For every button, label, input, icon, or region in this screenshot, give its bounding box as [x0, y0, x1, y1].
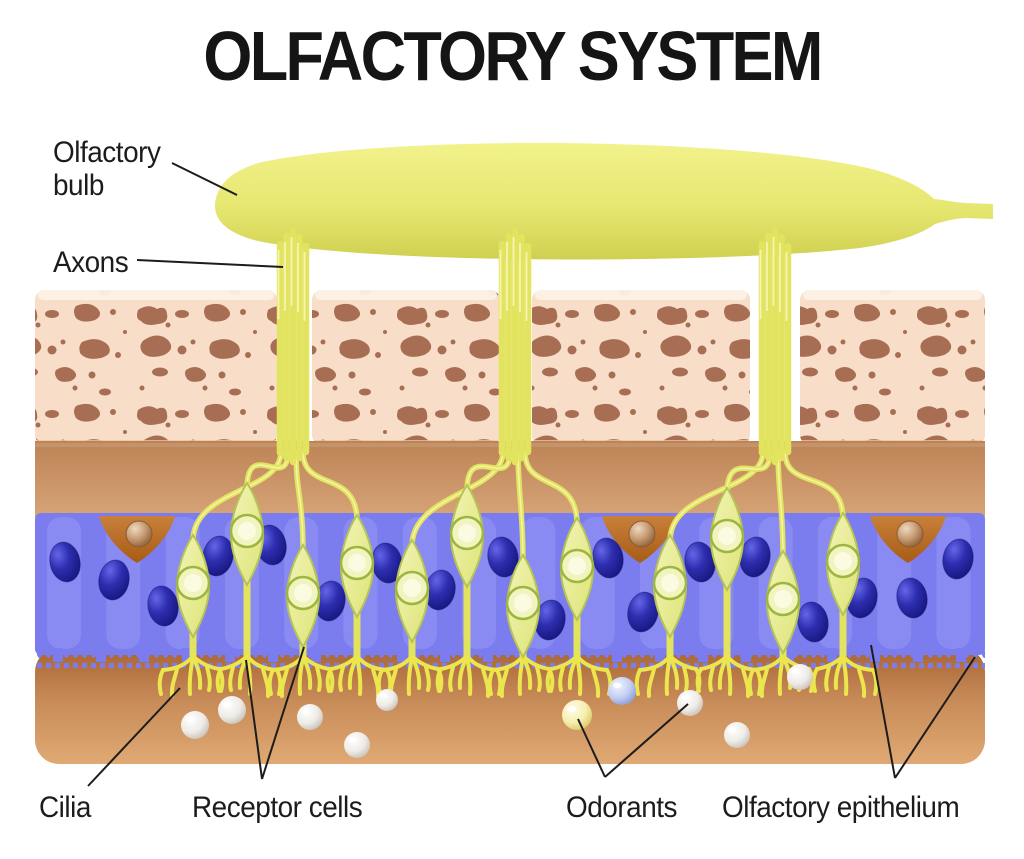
- odorant-particle: [376, 689, 398, 711]
- cribriform-bone-layer: [35, 290, 985, 445]
- receptor-cell: [435, 483, 503, 698]
- receptor-cell: [747, 549, 815, 698]
- axon-bundle: [758, 227, 792, 466]
- axon-bundles: [276, 227, 792, 466]
- receptor-cell: [325, 513, 393, 698]
- axon-fan: [190, 449, 846, 564]
- receptor-cell: [545, 516, 613, 698]
- epithelium-cell-nucleus: [797, 601, 829, 643]
- supporting-cell: [602, 516, 678, 563]
- leader-axons: [136, 259, 284, 268]
- supporting-cell-nucleus: [125, 520, 153, 548]
- supporting-cell: [99, 516, 175, 563]
- supporting-cell: [870, 516, 946, 563]
- odorant-particle: [218, 696, 246, 724]
- epithelium-cell-nucleus: [49, 541, 81, 583]
- epithelium-cell-nucleus: [942, 538, 974, 580]
- label-odorants: Odorants: [566, 791, 678, 824]
- receptor-cell: [811, 511, 879, 698]
- epithelium-cell-nucleus: [896, 577, 928, 619]
- epithelium-cell-nucleus: [627, 591, 659, 633]
- leader-olfactory-bulb: [171, 162, 238, 196]
- leader-receptor-cells: [245, 646, 305, 780]
- label-axons: Axons: [53, 246, 129, 279]
- olfactory-bulb-shape: [214, 142, 993, 260]
- epithelium-cell-nucleus: [98, 559, 130, 601]
- odorant-particle: [787, 664, 813, 690]
- axon-bundle: [276, 227, 310, 466]
- label-olfactory-epithelium: Olfactory epithelium: [722, 791, 960, 824]
- odorants: [181, 664, 813, 758]
- odorant-particle: [677, 690, 703, 716]
- axon-bundle: [498, 227, 532, 466]
- odorant-particle: [297, 704, 323, 730]
- supporting-cell-nucleus: [896, 520, 924, 548]
- leader-olfactory-epithelium: [870, 644, 976, 779]
- epithelium-cell-nucleus: [487, 536, 519, 578]
- odorant-particle: [608, 677, 636, 705]
- bone-block: [532, 290, 750, 445]
- leader-lines: [87, 162, 976, 787]
- bone-block: [35, 290, 277, 445]
- odorant-particle: [181, 711, 209, 739]
- receptor-cells: [157, 481, 879, 698]
- odorant-particle: [344, 732, 370, 758]
- epithelium-column: [936, 517, 971, 649]
- bone-block: [312, 290, 500, 445]
- label-receptor-cells: Receptor cells: [192, 791, 363, 824]
- bone-block: [800, 290, 985, 445]
- epithelium-column: [47, 517, 81, 649]
- receptor-cell: [376, 538, 444, 698]
- receptor-cell: [695, 486, 763, 698]
- receptor-cell: [215, 481, 283, 698]
- label-cilia: Cilia: [39, 791, 91, 824]
- receptor-cell: [267, 543, 335, 698]
- page-title: OLFACTORY SYSTEM: [203, 17, 823, 95]
- epithelium-cell-nucleus: [147, 585, 179, 627]
- leader-odorants: [577, 703, 689, 778]
- odorant-particle: [562, 700, 592, 730]
- supporting-cell-nucleus: [628, 520, 656, 548]
- odorant-particle: [724, 722, 750, 748]
- label-olfactory-bulb: Olfactory bulb: [53, 136, 161, 202]
- olfactory-bulb: [214, 142, 993, 260]
- receptor-cell: [634, 533, 702, 698]
- receptor-cell: [487, 553, 555, 698]
- receptor-cell: [157, 533, 225, 698]
- leader-cilia: [87, 687, 181, 787]
- epithelium-cell-nucleus: [202, 535, 234, 577]
